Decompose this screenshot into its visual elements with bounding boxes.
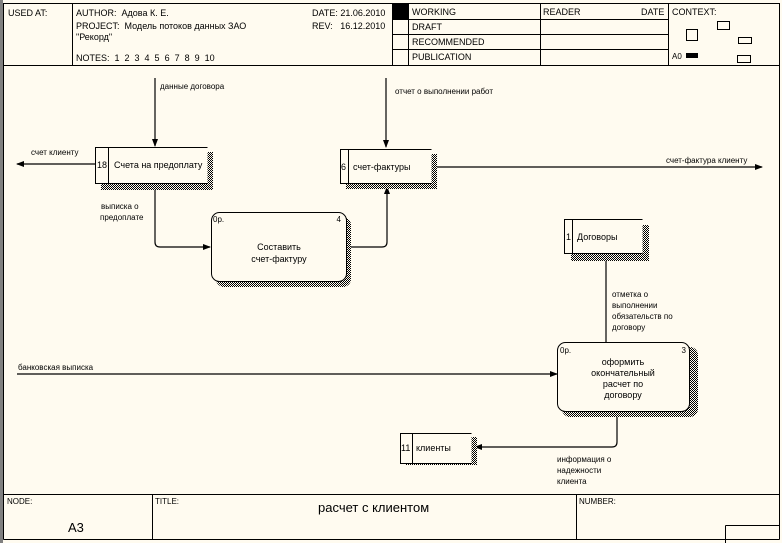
process-label-line: счет-фактуру: [251, 254, 307, 264]
flow-label: выписка о: [101, 202, 139, 211]
author-field: AUTHOR: Адова К. Е.: [76, 8, 169, 18]
author-value: Адова К. Е.: [121, 8, 169, 18]
project-value: Модель потоков данных ЗАО: [124, 21, 247, 31]
store-id: 18: [97, 160, 107, 170]
context-node-label: A0: [672, 52, 682, 61]
footer-grid: [3, 65, 780, 543]
flow-label: отметка о: [612, 290, 649, 299]
store-id: 1: [566, 232, 571, 242]
process-label-line: оформить: [602, 357, 645, 367]
process-id: 4: [337, 215, 342, 224]
store-name: счет-фактуры: [353, 162, 410, 172]
status-draft[interactable]: DRAFT: [412, 22, 442, 32]
date-field: DATE: 21.06.2010: [312, 8, 385, 18]
diagram-title: расчет с клиентом: [318, 500, 430, 515]
store-id: 11: [401, 443, 410, 453]
flow-label: информация о: [557, 455, 612, 464]
process-label-line: расчет по: [603, 379, 643, 389]
notes-field: NOTES: 1 2 3 4 5 6 7 8 9 10: [76, 53, 215, 63]
project-value-line2: "Рекорд": [76, 32, 113, 42]
process-id: 3: [682, 346, 687, 355]
process-3[interactable]: 0р. 3 оформить окончательный расчет по д…: [557, 342, 699, 418]
store-name: Счета на предоплату: [114, 160, 203, 170]
process-label-line: окончательный: [591, 368, 655, 378]
process-label-line: Составить: [257, 242, 301, 252]
status-recommended[interactable]: RECOMMENDED: [412, 37, 485, 47]
rev-field: REV: 16.12.2010: [312, 21, 385, 31]
context-box-icon: [737, 55, 751, 63]
flow-label: данные договора: [160, 82, 225, 91]
author-label: AUTHOR:: [76, 8, 117, 18]
store-name: клиенты: [416, 443, 451, 453]
flow-arrow-proc4-to-schet-faktury[interactable]: [347, 186, 390, 248]
data-store-6[interactable]: 6 счет-фактуры: [340, 149, 438, 190]
flow-label: обязательств по: [612, 312, 673, 321]
process-4[interactable]: 0р. 4 Составить счет-фактуру: [211, 212, 352, 288]
store-name: Договоры: [577, 232, 617, 242]
flow-label: надежности: [557, 466, 601, 475]
flow-label: клиента: [557, 477, 587, 486]
data-store-1[interactable]: 1 Договоры: [564, 219, 650, 262]
node-label: NODE:: [7, 497, 33, 506]
process-prefix: 0р.: [213, 215, 224, 224]
flow-label: выполнении: [612, 301, 658, 310]
flow-label: банковская выписка: [18, 363, 94, 372]
data-store-18[interactable]: 18 Счета на предоплату: [95, 147, 214, 191]
flow-label: договору: [612, 323, 645, 332]
status-working[interactable]: WORKING: [412, 7, 456, 17]
store-id: 6: [341, 162, 346, 172]
notes-value: 1 2 3 4 5 6 7 8 9 10: [114, 53, 215, 63]
status-publication[interactable]: PUBLICATION: [412, 52, 472, 62]
used-at-label: USED AT:: [8, 8, 48, 18]
data-store-11[interactable]: 11 клиенты: [400, 433, 478, 466]
window-left-border: [0, 0, 3, 543]
reader-date-label: DATE: [641, 7, 665, 17]
node-value: A3: [68, 520, 84, 535]
date-value: 21.06.2010: [340, 8, 386, 18]
flow-arrow-informatsiya-o-nadezhnosti[interactable]: [474, 412, 618, 450]
title-label: TITLE:: [155, 497, 180, 506]
context-box-icon: [738, 37, 752, 44]
context-box-icon: [686, 29, 698, 41]
date-label: DATE:: [312, 8, 338, 18]
flow-arrow-vypiska-o-predoplate[interactable]: [154, 185, 211, 250]
context-box-icon: [717, 21, 730, 30]
project-label: PROJECT:: [76, 21, 120, 31]
flow-labels: данные договора счет клиенту выписка о п…: [18, 82, 747, 486]
project-field: PROJECT: Модель потоков данных ЗАО: [76, 21, 246, 31]
flow-label: счет клиенту: [31, 148, 79, 157]
reader-label: READER: [543, 7, 581, 17]
notes-label: NOTES:: [76, 53, 110, 63]
context-label: CONTEXT:: [672, 7, 717, 17]
flow-label: отчет о выполнении работ: [395, 87, 493, 96]
working-status-indicator: [393, 4, 408, 19]
number-label: NUMBER:: [579, 497, 616, 506]
rev-label: REV:: [312, 21, 333, 31]
context-current-node-icon: [686, 53, 698, 58]
process-prefix: 0р.: [560, 346, 571, 355]
header-grid: [3, 3, 780, 66]
context-map: [686, 21, 752, 63]
process-label-line: договору: [604, 390, 642, 400]
flow-label: счет-фактура клиенту: [666, 156, 747, 165]
flow-label: предоплате: [100, 213, 144, 222]
rev-value: 16.12.2010: [340, 21, 386, 31]
